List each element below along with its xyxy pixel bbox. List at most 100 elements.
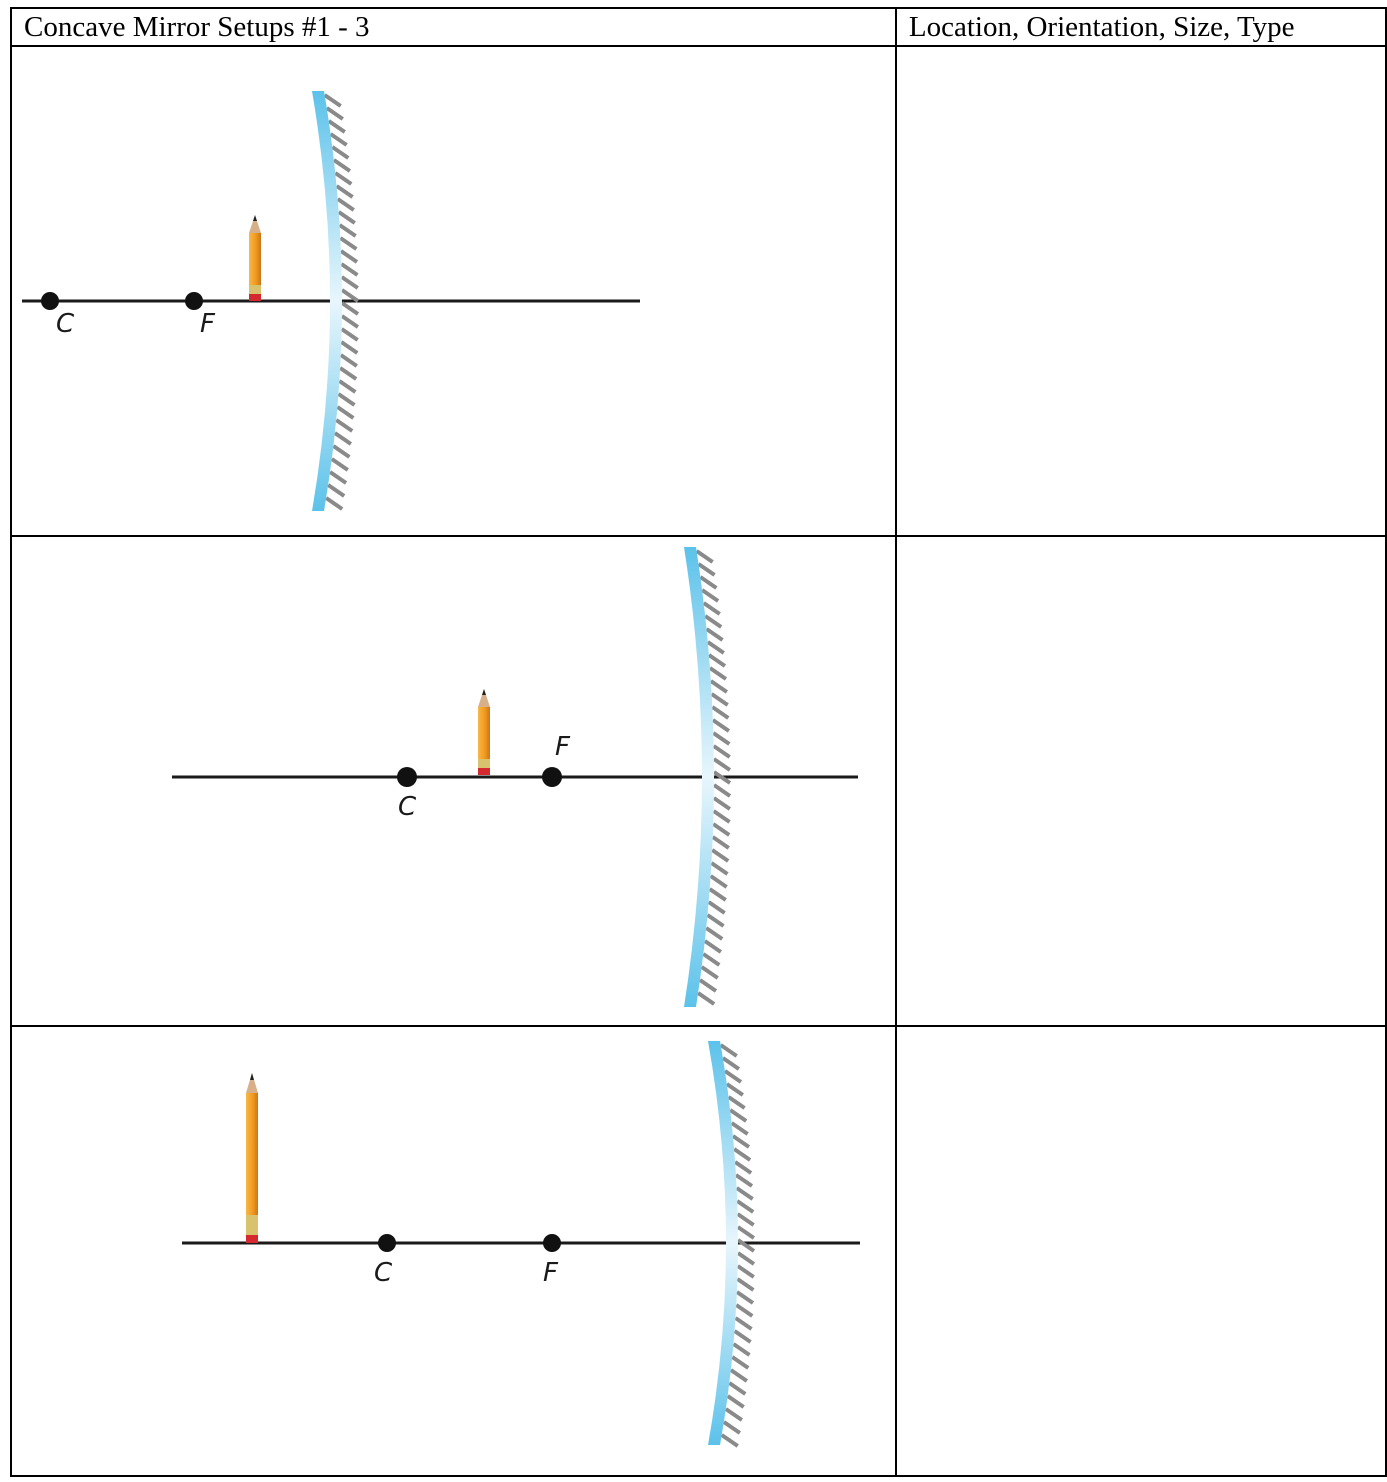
mirror-glass [684, 547, 714, 1007]
hatch-mark [734, 1173, 754, 1188]
hatch-mark [708, 887, 727, 902]
hatch-mark [734, 1316, 753, 1331]
mirror-hatching [323, 93, 360, 511]
hatch-mark [340, 275, 359, 290]
hatch-mark [332, 158, 352, 173]
hatch-mark [335, 418, 354, 433]
setup-2-answer[interactable] [894, 535, 1387, 1027]
mirror-hatching [719, 1043, 756, 1448]
hatch-mark [323, 93, 342, 108]
hatch-mark [338, 223, 357, 238]
hatch-mark [339, 236, 358, 251]
hatch-mark [728, 1381, 747, 1396]
concave-mirror [684, 547, 732, 1007]
hatch-mark [712, 809, 731, 824]
hatch-mark [722, 1420, 741, 1435]
hatch-mark [736, 1251, 756, 1266]
hatch-mark [338, 379, 357, 394]
hatch-mark [719, 1043, 738, 1058]
focal-point [543, 1234, 561, 1252]
center-of-curvature-point [378, 1234, 396, 1252]
hatch-mark [707, 653, 727, 668]
hatch-mark [712, 744, 731, 759]
hatch-mark [698, 978, 718, 993]
pencil-object [246, 1073, 258, 1243]
concave-mirror [708, 1041, 756, 1448]
hatch-mark [702, 601, 721, 616]
pencil-ferrule [249, 285, 261, 294]
hatch-mark [735, 1290, 755, 1305]
hatch-mark [732, 1147, 752, 1162]
hatch-mark [327, 483, 346, 498]
hatch-mark [707, 900, 726, 915]
pencil-object [478, 689, 490, 775]
focal-point [542, 767, 562, 787]
hatch-mark [336, 197, 355, 212]
pencil-tip [478, 689, 490, 707]
hatch-mark [712, 770, 732, 785]
hatch-mark [725, 1082, 744, 1097]
setup-3-diagram: C F [10, 1025, 897, 1477]
hatch-mark [339, 249, 359, 264]
hatch-mark [731, 1355, 750, 1370]
hatch-mark [712, 796, 731, 811]
hatch-mark [709, 874, 728, 889]
pencil-ferrule [478, 759, 490, 768]
setup-2-figure: C F [172, 547, 858, 1007]
center-of-curvature-point [41, 292, 59, 310]
hatch-mark [325, 496, 344, 511]
pencil-body [246, 1093, 258, 1215]
hatch-mark [733, 1329, 752, 1344]
pencil-body [478, 707, 490, 759]
hatch-mark [339, 353, 358, 368]
hatch-mark [706, 913, 725, 928]
pencil-eraser [249, 294, 261, 301]
hatch-mark [700, 965, 719, 980]
center-of-curvature-point [397, 767, 417, 787]
pencil-object [249, 215, 261, 301]
hatch-mark [695, 549, 714, 564]
hatch-mark [736, 1264, 755, 1279]
hatch-mark [724, 1407, 743, 1422]
hatch-mark [705, 926, 724, 941]
hatch-mark [337, 392, 356, 407]
hatch-mark [699, 575, 718, 590]
hatch-mark [337, 210, 356, 225]
hatch-mark [334, 171, 353, 186]
hatch-mark [331, 145, 350, 160]
hatch-mark [736, 1199, 755, 1214]
hatch-mark [729, 1108, 748, 1123]
hatch-mark [711, 835, 730, 850]
hatch-mark [333, 431, 353, 446]
hatch-mark [340, 262, 359, 277]
hatch-mark [708, 666, 728, 681]
setup-3-figure: C F [182, 1041, 860, 1448]
focus-label: F [555, 732, 571, 762]
hatch-mark [721, 1056, 741, 1071]
hatch-mark [702, 952, 721, 967]
hatch-mark [329, 132, 348, 147]
hatch-mark [729, 1368, 749, 1383]
header-setups: Concave Mirror Setups #1 - 3 [10, 7, 897, 47]
hatch-mark [325, 106, 344, 121]
hatch-mark [736, 1212, 755, 1227]
hatch-mark [340, 340, 359, 355]
hatch-mark [712, 822, 731, 837]
hatch-mark [709, 679, 728, 694]
hatch-mark [727, 1095, 746, 1110]
setup-1-diagram: C F [10, 45, 897, 537]
hatch-mark [733, 1160, 753, 1175]
hatch-mark [736, 1225, 756, 1240]
mirror-hatching [695, 549, 732, 1006]
hatch-mark [736, 1277, 755, 1292]
center-label: C [374, 1258, 393, 1288]
hatch-mark [700, 588, 720, 603]
hatch-mark [711, 718, 731, 733]
setup-1-answer[interactable] [894, 45, 1387, 537]
focus-label: F [200, 309, 216, 339]
focus-label: F [543, 1258, 559, 1288]
setup-3-answer[interactable] [894, 1025, 1387, 1477]
hatch-mark [712, 783, 732, 798]
center-label: C [56, 309, 75, 339]
pencil-ferrule [246, 1215, 258, 1235]
